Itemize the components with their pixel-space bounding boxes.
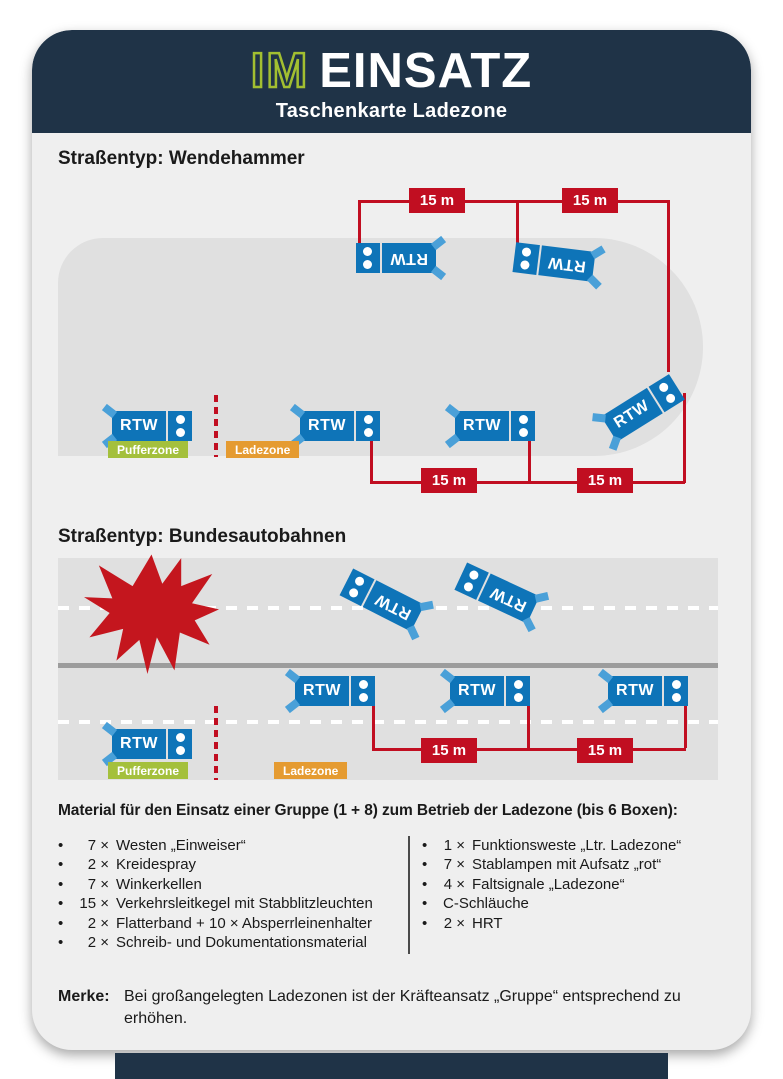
rtw-cab-icon xyxy=(356,411,380,441)
section1-title: Straßentyp: Wendehammer xyxy=(58,148,305,169)
measure-line xyxy=(527,706,530,748)
rtw-vehicle: RTW xyxy=(356,235,447,281)
rtw-vehicle: RTW xyxy=(101,403,192,449)
rtw-cab-icon xyxy=(511,411,535,441)
zone-divider-dashed xyxy=(214,706,218,780)
lane-marking xyxy=(58,720,718,724)
material-list-right: 1 ×Funktionsweste „Ltr. Ladezone“ 7 ×Sta… xyxy=(422,836,742,933)
material-item: 7 ×Westen „Einweiser“ xyxy=(58,836,402,855)
median-barrier xyxy=(58,663,718,668)
rtw-label: RTW xyxy=(455,411,509,441)
list-column-divider xyxy=(408,836,410,954)
material-item: 7 ×Stablampen mit Aufsatz „rot“ xyxy=(422,855,742,874)
material-item: 2 ×Flatterband + 10 × Absperrleinenhalte… xyxy=(58,914,402,933)
measure-line xyxy=(684,706,687,748)
distance-badge: 15 m xyxy=(562,188,618,213)
measure-line xyxy=(370,441,373,481)
section2-title: Straßentyp: Bundesautobahnen xyxy=(58,526,347,547)
measure-line xyxy=(358,200,667,203)
rtw-label: RTW xyxy=(300,411,354,441)
measure-line xyxy=(370,481,685,484)
merke-label: Merke: xyxy=(58,988,110,1005)
pocket-card: IM EINSATZ Taschenkarte Ladezone Straßen… xyxy=(32,30,751,1050)
distance-badge: 15 m xyxy=(409,188,465,213)
rtw-label: RTW xyxy=(112,729,166,759)
merke-note: Merke: Bei großangelegten Ladezonen ist … xyxy=(58,986,728,1030)
rtw-cab-icon xyxy=(664,676,688,706)
measure-line xyxy=(667,200,670,372)
rtw-label: RTW xyxy=(538,245,596,282)
ladezone-badge: Ladezone xyxy=(226,441,300,458)
merke-text: Bei großangelegten Ladezonen ist der Krä… xyxy=(124,988,681,1027)
rtw-vehicle: RTW xyxy=(284,668,375,714)
zone-divider-dashed xyxy=(214,395,218,457)
ladezone-badge: Ladezone xyxy=(274,762,348,779)
rtw-cab-icon xyxy=(351,676,375,706)
magazine-logo: IM EINSATZ xyxy=(250,43,533,98)
rtw-cab-icon xyxy=(512,242,540,275)
header: IM EINSATZ Taschenkarte Ladezone xyxy=(32,30,751,133)
measure-line xyxy=(528,441,531,481)
distance-badge: 15 m xyxy=(421,738,477,763)
rtw-cab-icon xyxy=(506,676,530,706)
rtw-label: RTW xyxy=(295,676,349,706)
material-list-left: 7 ×Westen „Einweiser“ 2 ×Kreidespray 7 ×… xyxy=(58,836,402,952)
rtw-label: RTW xyxy=(382,243,436,273)
measure-line xyxy=(683,393,686,483)
measure-line xyxy=(372,748,686,751)
measure-line xyxy=(372,706,375,748)
rtw-vehicle: RTW xyxy=(289,403,380,449)
material-heading: Material für den Einsatz einer Gruppe (1… xyxy=(58,802,678,819)
rtw-cab-icon xyxy=(168,411,192,441)
rtw-door-icon xyxy=(592,413,606,423)
logo-im: IM xyxy=(250,43,310,98)
rtw-vehicle: RTW xyxy=(444,403,535,449)
rtw-vehicle: RTW xyxy=(101,721,192,767)
measure-line xyxy=(516,200,519,248)
rtw-cab-icon xyxy=(356,243,380,273)
rtw-label: RTW xyxy=(112,411,166,441)
rtw-label: RTW xyxy=(450,676,504,706)
material-item: 15 ×Verkehrsleitkegel mit Stabblitzleuch… xyxy=(58,894,402,913)
rtw-vehicle: RTW xyxy=(597,668,688,714)
distance-badge: 15 m xyxy=(577,468,633,493)
material-item: 4 ×Faltsignale „Ladezone“ xyxy=(422,875,742,894)
distance-badge: 15 m xyxy=(577,738,633,763)
material-item: 1 ×Funktionsweste „Ltr. Ladezone“ xyxy=(422,836,742,855)
distance-badge: 15 m xyxy=(421,468,477,493)
material-item: 7 ×Winkerkellen xyxy=(58,875,402,894)
material-item: 2 ×Schreib- und Dokumentationsmaterial xyxy=(58,933,402,952)
rtw-cab-icon xyxy=(168,729,192,759)
pufferzone-badge: Pufferzone xyxy=(108,762,189,779)
material-item: 2 ×Kreidespray xyxy=(58,855,402,874)
rtw-vehicle: RTW xyxy=(439,668,530,714)
rtw-label: RTW xyxy=(608,676,662,706)
material-item: C-Schläuche xyxy=(422,894,742,913)
logo-einsatz: EINSATZ xyxy=(319,43,533,98)
card-subtitle: Taschenkarte Ladezone xyxy=(275,99,508,122)
next-card-edge xyxy=(115,1053,668,1079)
material-item: 2 ×HRT xyxy=(422,914,742,933)
measure-line xyxy=(358,200,361,245)
pufferzone-badge: Pufferzone xyxy=(108,441,189,458)
